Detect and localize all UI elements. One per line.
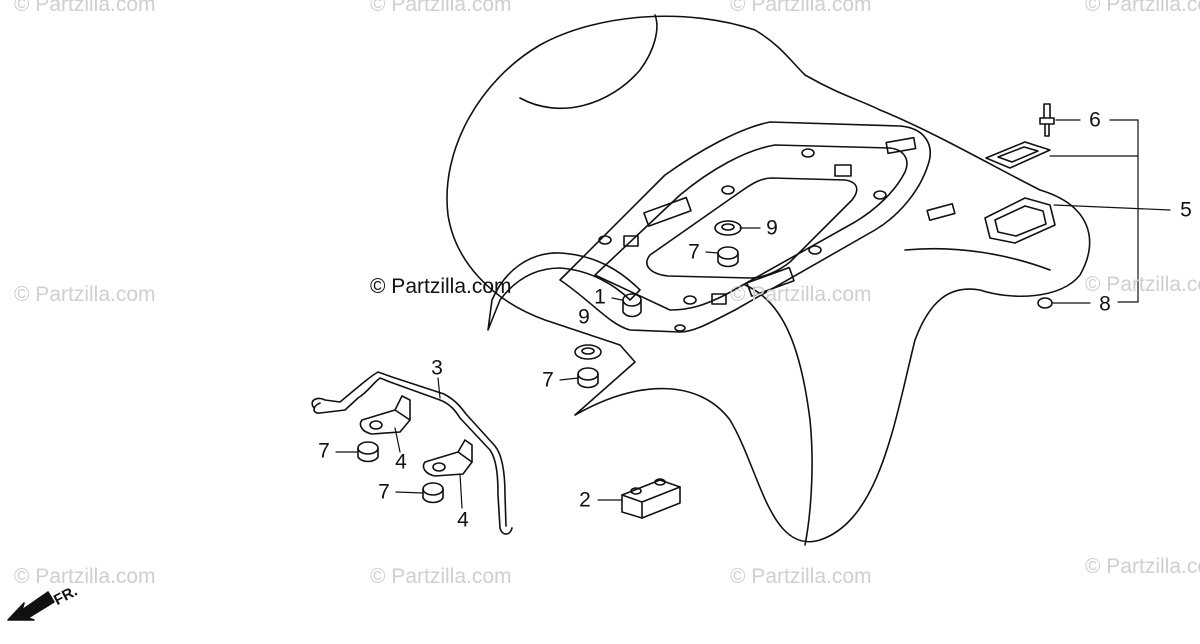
fender-contour-right [904,247,1051,271]
watermark: © Partzilla.com [730,0,872,16]
callout-9-lower: 9 [578,305,590,329]
callout-4-lower: 4 [457,508,469,532]
callout-9-upper: 9 [766,216,778,240]
plate-tab-2 [746,266,795,297]
watermark: © Partzilla.com [1085,273,1200,296]
part-5-plate-inner [997,146,1039,163]
fender-pad-inner [994,205,1047,237]
part-9-washer-lower [574,344,602,360]
part-5-plate [985,141,1051,169]
watermark: © Partzilla.com [370,565,512,588]
mount-hole [598,235,612,245]
seat-mount-inner [594,144,908,311]
callout-1: 1 [594,285,606,309]
watermark: © Partzilla.com [1085,0,1200,16]
part-7-nut-mid [577,367,599,389]
mount-hole [674,324,686,332]
mount-hole [808,245,822,255]
watermark: © Partzilla.com [370,0,512,16]
center-opening [646,177,858,279]
watermark: © Partzilla.com [730,283,872,306]
callout-7-lower: 7 [378,480,390,504]
seat-mount-plate [559,121,931,333]
part-1-grommet [622,293,642,318]
callout-7-mid: 7 [542,368,554,392]
callout-4-upper: 4 [395,450,407,474]
part-3-rod-outer [311,371,507,527]
plate-tab-7 [711,293,727,305]
front-arrow-icon [7,591,55,621]
fender-wheel-lip [487,252,641,331]
plate-tab-5 [834,164,852,177]
part-9-washer-upper-hole [721,223,735,231]
part-7-nut-upper [717,246,739,268]
fender-contour-top [519,14,658,110]
part-2-rubber-block [621,478,681,519]
callout-5: 5 [1180,198,1192,222]
part-9-washer-upper [714,220,742,236]
plate-tab-1 [643,196,692,227]
callout-2: 2 [579,488,591,512]
mount-hole [873,190,887,200]
watermark: © Partzilla.com [14,283,156,306]
watermark: © Partzilla.com [14,0,156,16]
part-7-nut-lower [422,482,444,504]
fender-pad [984,197,1056,244]
callout-7-upper: 7 [688,240,700,264]
rear-fender [446,15,1091,543]
plate-tab-3 [885,136,917,155]
watermark: © Partzilla.com [730,565,872,588]
callout-8: 8 [1099,292,1111,316]
mount-hole [801,148,815,158]
part-6-bolt [1039,103,1055,137]
plate-tab-6 [623,235,639,247]
part-8-nut [1037,297,1053,309]
mount-hole [721,185,735,195]
part-7-nut-lower-left [357,441,379,463]
mount-hole [683,295,697,305]
leader-lines [335,119,1171,509]
part-3-rod [313,377,513,535]
callout-3: 3 [431,356,443,380]
callout-7-left: 7 [318,439,330,463]
part-9-washer-lower-hole [581,347,595,355]
part-4-bracket-lower [422,439,473,477]
part-4-bracket-upper [359,395,411,435]
watermark-center: © Partzilla.com [370,275,512,298]
plate-tab-4 [926,203,956,221]
watermark: © Partzilla.com [1085,555,1200,578]
fender-contour-lower [744,284,813,546]
callout-6: 6 [1089,108,1101,132]
watermark: © Partzilla.com [14,565,156,588]
